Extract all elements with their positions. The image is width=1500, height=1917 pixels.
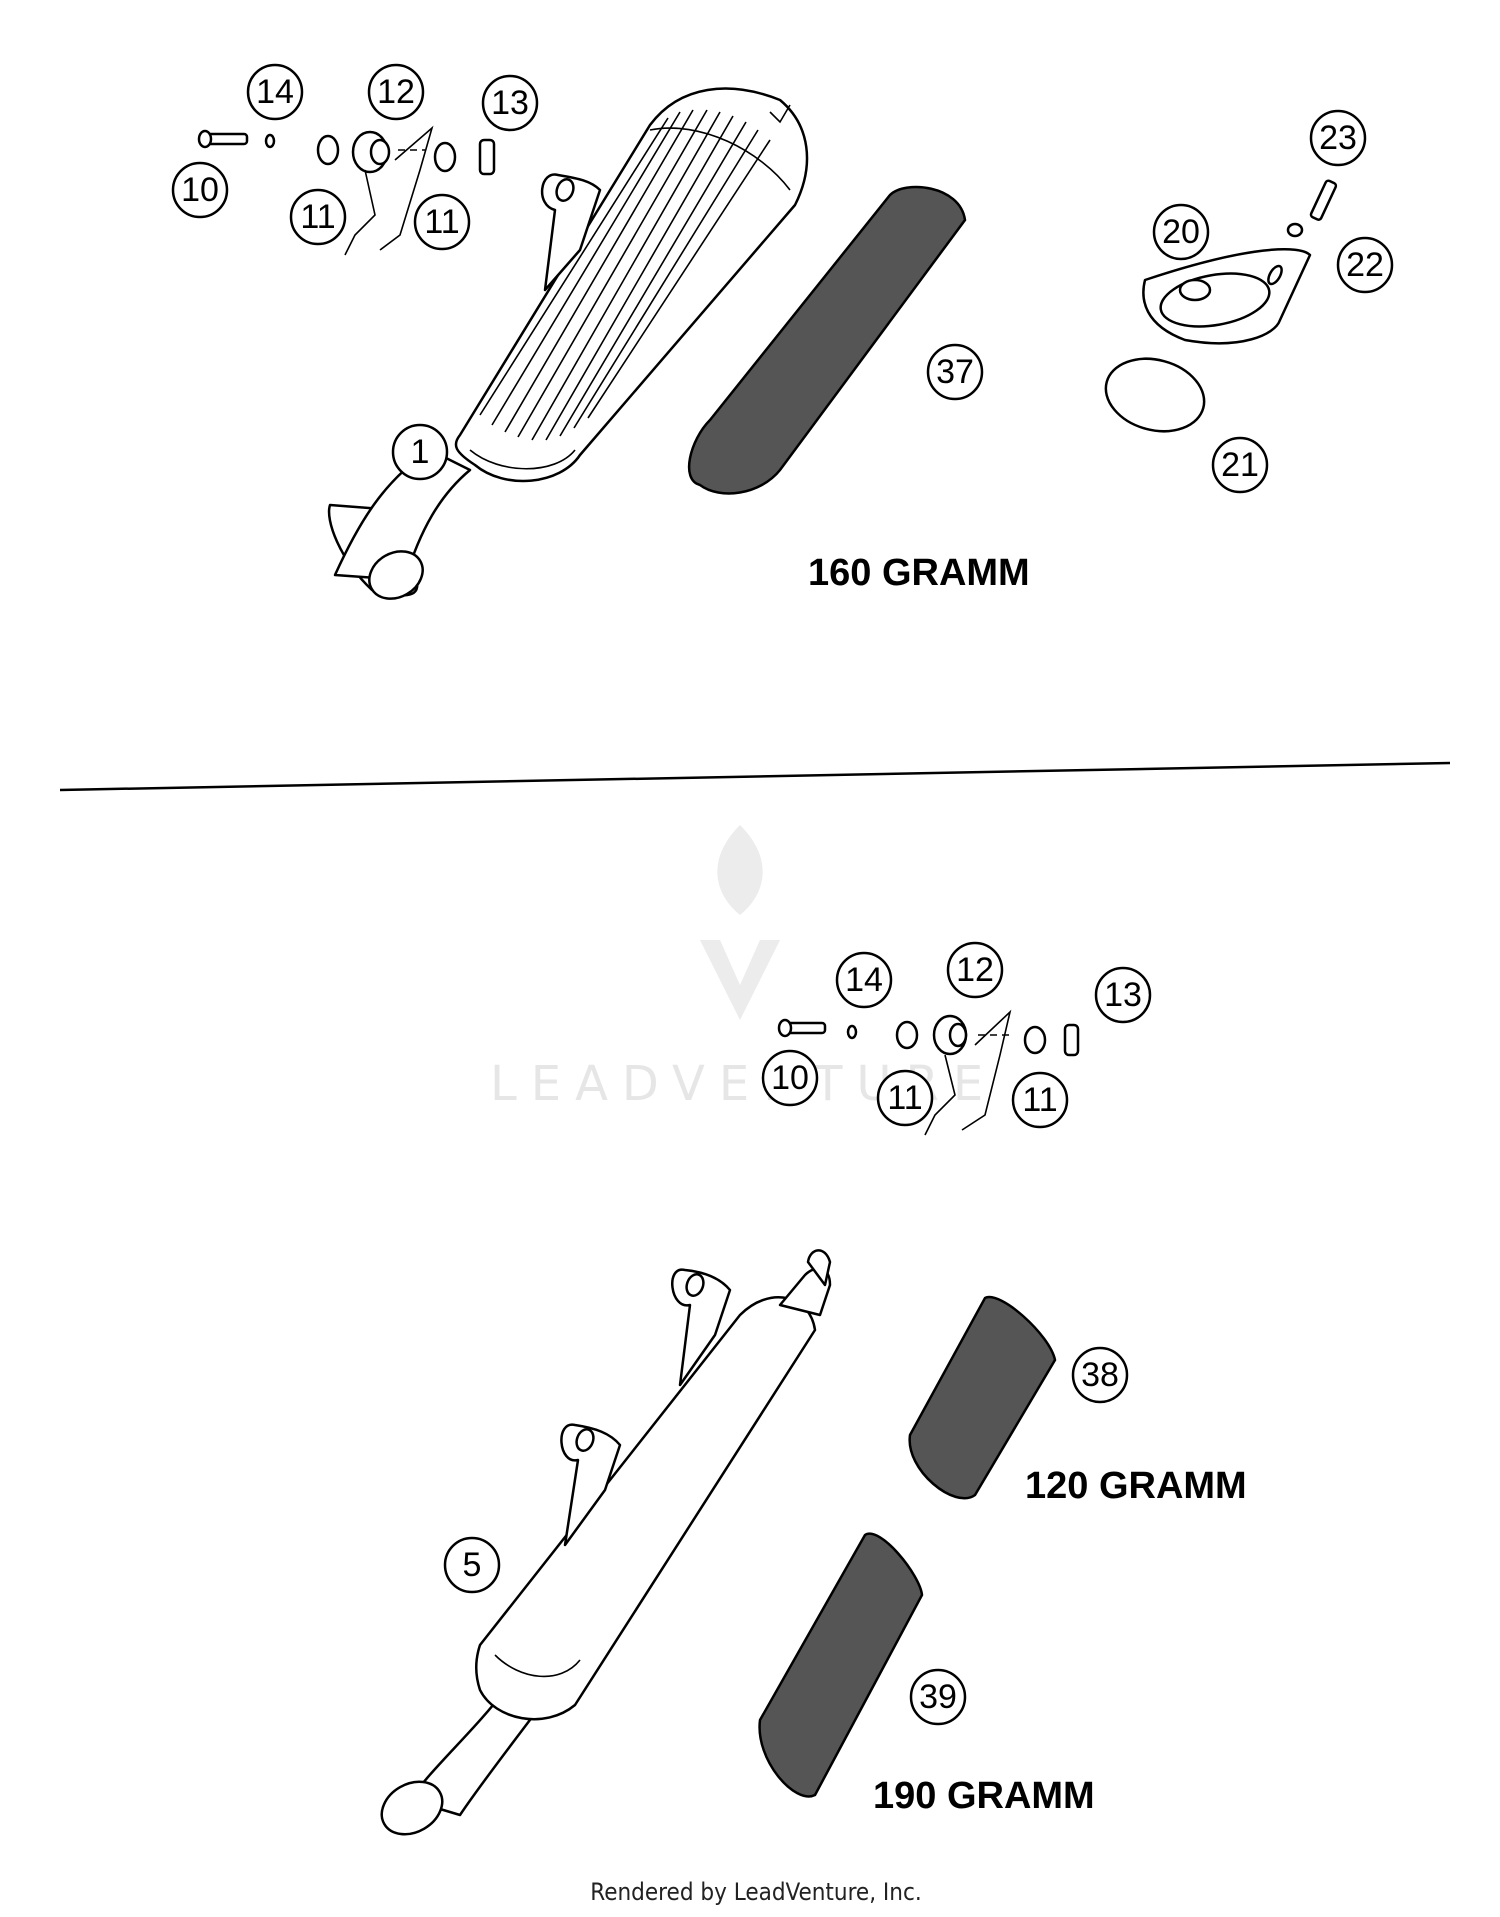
watermark-logo: LEADVENTURE [490,825,983,1112]
callout-11a-top: 11 [289,188,347,246]
callout-12-top: 12 [367,63,425,121]
weight-label-37: 160 GRAMM [808,552,1030,594]
svg-text:13: 13 [1104,976,1142,1014]
packing-37 [687,185,967,495]
svg-text:13: 13 [491,84,529,122]
footer-credit: Rendered by LeadVenture, Inc. [590,1878,921,1906]
callout-11a-bottom: 11 [876,1069,934,1127]
callout-1-top: 1 [391,423,449,481]
callout-10-top: 10 [171,161,229,219]
callout-14-bottom: 14 [835,951,893,1009]
callout-20-top: 20 [1152,203,1210,261]
silencer-5 [380,1249,832,1836]
weight-label-39: 190 GRAMM [873,1775,1095,1817]
svg-text:12: 12 [377,73,415,111]
weight-label-38: 120 GRAMM [1025,1465,1247,1507]
callout-38-bottom: 38 [1071,1346,1129,1404]
callout-10-bottom: 10 [761,1049,819,1107]
callout-39-bottom: 39 [909,1668,967,1726]
callout-12-bottom: 12 [946,941,1004,999]
svg-text:38: 38 [1081,1356,1119,1394]
silencer-1-ribs [479,109,771,441]
svg-text:10: 10 [771,1059,809,1097]
svg-text:1: 1 [411,433,430,471]
packing-39 [758,1532,924,1798]
callout-37-top: 37 [926,343,984,401]
svg-text:37: 37 [936,353,974,391]
callout-21-top: 21 [1211,436,1269,494]
callout-23-top: 23 [1309,109,1367,167]
svg-text:10: 10 [181,171,219,209]
svg-text:23: 23 [1319,119,1357,157]
svg-text:14: 14 [845,961,883,999]
svg-text:11: 11 [300,198,335,236]
svg-text:11: 11 [887,1079,922,1117]
packing-38 [908,1295,1057,1500]
svg-text:12: 12 [956,951,994,989]
svg-text:22: 22 [1346,246,1384,284]
svg-text:39: 39 [919,1678,957,1716]
callout-11b-top: 11 [413,193,471,251]
section-divider [59,761,1451,792]
svg-text:11: 11 [424,203,459,241]
svg-text:20: 20 [1162,213,1200,251]
svg-text:5: 5 [463,1546,482,1584]
svg-text:11: 11 [1022,1081,1057,1119]
callout-14-top: 14 [246,63,304,121]
callout-13-top: 13 [481,74,539,132]
top-mounting-hardware [197,125,496,256]
end-cap-assembly [1104,179,1338,433]
callout-5-bottom: 5 [443,1536,501,1594]
svg-text:21: 21 [1221,446,1259,484]
svg-text:14: 14 [256,73,294,111]
silencer-1 [327,87,809,600]
callout-22-top: 22 [1336,236,1394,294]
callout-13-bottom: 13 [1094,966,1152,1024]
bottom-mounting-hardware [777,1009,1080,1136]
callout-11b-bottom: 11 [1011,1071,1069,1129]
